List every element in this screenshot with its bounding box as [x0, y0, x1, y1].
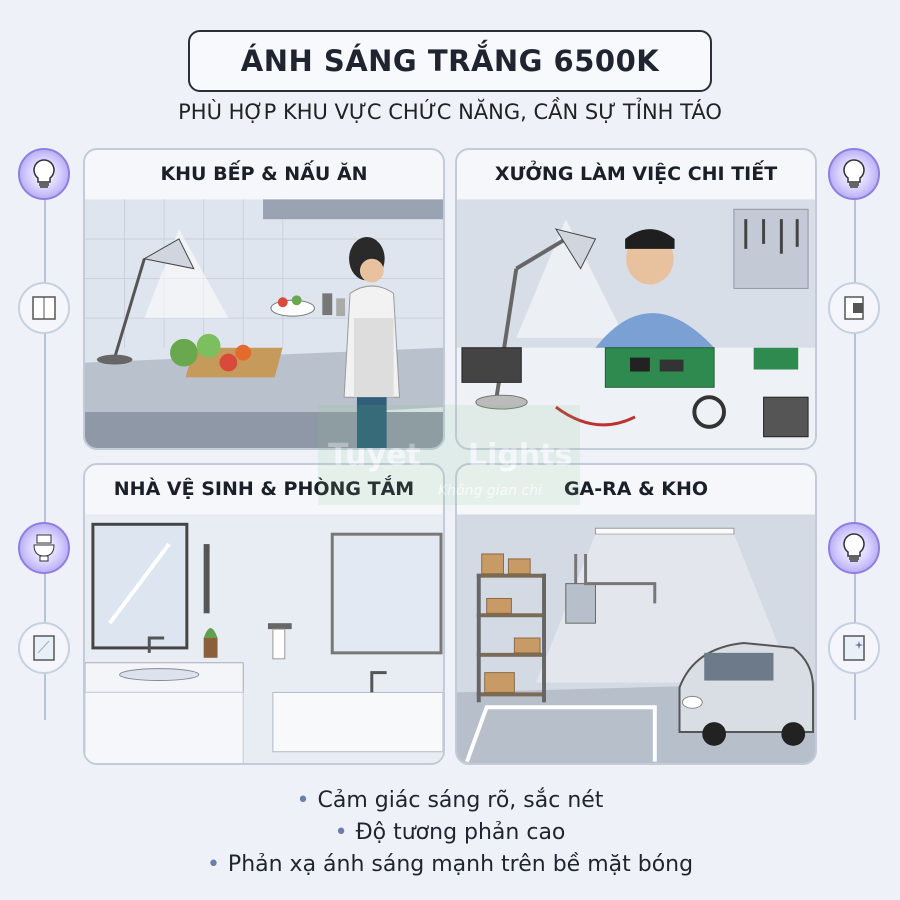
benefits-list: •Cảm giác sáng rõ, sắc nét •Độ tương phả…: [0, 785, 900, 881]
list-item: •Cảm giác sáng rõ, sắc nét: [296, 788, 604, 813]
panel-workshop: XƯỞNG LÀM VIỆC CHI TIẾT: [455, 148, 817, 450]
panel-title: NHÀ VỆ SINH & PHÒNG TẮM: [113, 478, 415, 500]
mirror-icon: [18, 622, 70, 674]
bullet-text: Phản xạ ánh sáng mạnh trên bề mặt bóng: [227, 852, 694, 877]
brand-watermark: Tuyet Lights Không gian chi: [318, 405, 580, 505]
list-item: •Độ tương phản cao: [334, 820, 566, 845]
panel-garage: GA-RA & KHO: [455, 463, 817, 765]
panel-title: KHU BẾP & NẤU ĂN: [160, 163, 368, 185]
bathroom-illustration: [85, 514, 443, 763]
right-side-line: [854, 200, 856, 720]
watermark-tagline: Không gian chi: [438, 483, 542, 499]
lightbulb-icon: [18, 148, 70, 200]
lightbulb-icon: [828, 522, 880, 574]
left-side-line: [44, 200, 46, 720]
list-item: •Phản xạ ánh sáng mạnh trên bề mặt bóng: [206, 852, 694, 877]
kitchen-illustration: [85, 199, 443, 448]
watermark-brand-left: Tuyet: [328, 438, 421, 473]
door-icon: [828, 282, 880, 334]
watermark-brand-right: Lights: [468, 438, 572, 473]
bullet-text: Độ tương phản cao: [355, 820, 566, 845]
cabinet-icon: [18, 282, 70, 334]
garage-illustration: [457, 514, 815, 763]
panel-bathroom: NHÀ VỆ SINH & PHÒNG TẮM: [83, 463, 445, 765]
workshop-illustration: [457, 199, 815, 448]
panel-kitchen: KHU BẾP & NẤU ĂN: [83, 148, 445, 450]
lightbulb-icon: [828, 148, 880, 200]
page-title: ÁNH SÁNG TRẮNG 6500K: [240, 44, 660, 78]
toilet-icon: [18, 522, 70, 574]
sparkle-window-icon: [828, 622, 880, 674]
page-subtitle: PHÙ HỢP KHU VỰC CHỨC NĂNG, CẦN SỰ TỈNH T…: [178, 100, 722, 124]
panel-title: GA-RA & KHO: [563, 478, 709, 500]
panel-title: XƯỞNG LÀM VIỆC CHI TIẾT: [494, 163, 778, 185]
bullet-text: Cảm giác sáng rõ, sắc nét: [317, 788, 604, 813]
title-box: ÁNH SÁNG TRẮNG 6500K: [188, 30, 712, 92]
